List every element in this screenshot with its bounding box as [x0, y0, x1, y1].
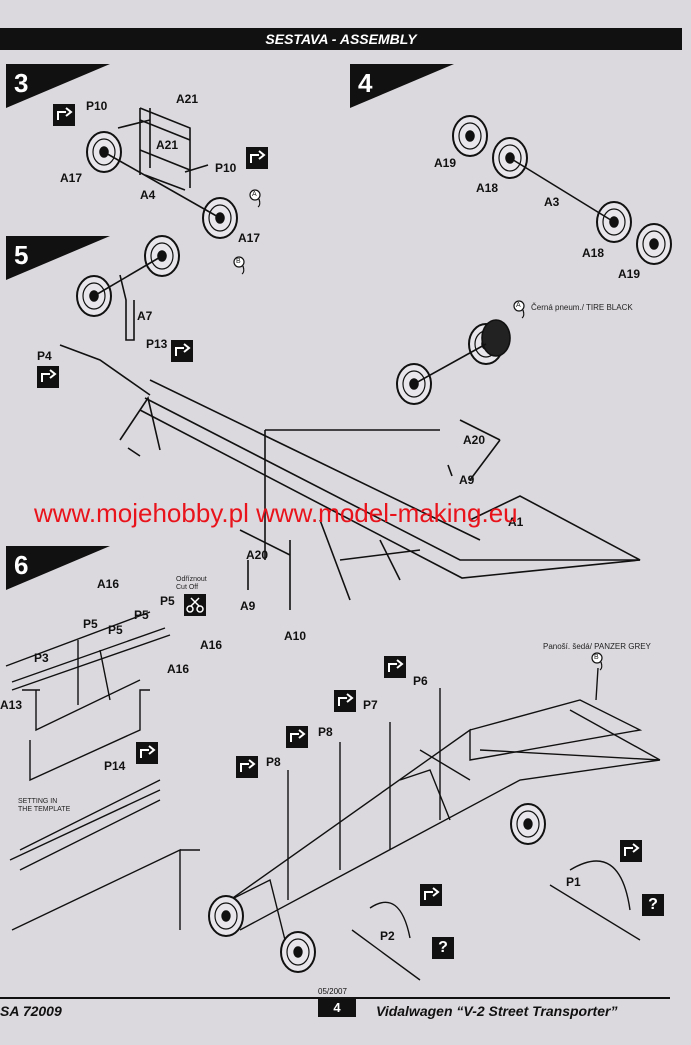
part-label: A19 [434, 156, 457, 170]
footer-rule [0, 997, 670, 999]
paint-code: B [236, 258, 241, 265]
page-number: 4 [318, 999, 356, 1017]
part-label: P8 [266, 755, 281, 769]
paint-code: A [252, 191, 257, 198]
part-label: A20 [463, 433, 486, 447]
part-label: P6 [413, 674, 428, 688]
part-label: A20 [246, 548, 269, 562]
step-3-drawing [86, 107, 238, 239]
part-label: P14 [104, 759, 126, 773]
part-label: A10 [284, 629, 307, 643]
step-number: 4 [358, 68, 373, 98]
part-label: P10 [215, 161, 237, 175]
part-label: P2 [380, 929, 395, 943]
part-label: A21 [176, 92, 199, 106]
part-label: P7 [363, 698, 378, 712]
part-label: A17 [238, 231, 261, 245]
template-note: SETTING IN THE TEMPLATE [18, 798, 71, 813]
watermark-text: www.mojehobby.pl www.model-making.eu [34, 498, 518, 528]
part-label: P3 [34, 651, 49, 665]
step-4-drawing [452, 115, 672, 265]
part-label: A4 [140, 188, 156, 202]
step-number: 5 [14, 240, 29, 270]
part-label: A16 [167, 662, 190, 676]
glue-icon [334, 690, 356, 712]
glue-icon [620, 840, 642, 862]
part-label: P1 [566, 875, 581, 889]
part-label: P5 [134, 608, 149, 622]
part-label: P10 [86, 99, 108, 113]
part-label: P4 [37, 349, 52, 363]
step-5-flag: 5 [6, 236, 110, 280]
part-label: A13 [0, 698, 23, 712]
part-label: A3 [544, 195, 560, 209]
section-header: SESTAVA - ASSEMBLY [0, 28, 682, 50]
paint-code: A [516, 302, 521, 309]
part-label: A16 [97, 577, 120, 591]
part-label: A18 [582, 246, 605, 260]
step-3-flag: 3 [6, 64, 110, 108]
step-number: 3 [14, 68, 29, 98]
glue-icon [246, 147, 268, 169]
part-label: A7 [137, 309, 153, 323]
step-6-drawing [5, 611, 661, 981]
part-label: A21 [156, 138, 179, 152]
part-label: A9 [240, 599, 256, 613]
question-mark-icon: ? [642, 894, 664, 916]
glue-icon [236, 756, 258, 778]
part-label: P8 [318, 725, 333, 739]
part-label: A1 [508, 515, 524, 529]
kit-title: Vidalwagen “V-2 Street Transporter” [376, 1003, 618, 1019]
glue-icon [37, 366, 59, 388]
scissors-icon [184, 594, 206, 616]
part-label: P13 [146, 337, 168, 351]
paint-code: B [594, 654, 599, 661]
part-label: P5 [108, 623, 123, 637]
glue-icon [171, 340, 193, 362]
part-label: P5 [160, 594, 175, 608]
glue-icon [53, 104, 75, 126]
glue-icon [384, 656, 406, 678]
question-mark-icon: ? [432, 937, 454, 959]
print-date: 05/2007 [318, 987, 347, 996]
kit-code: SA 72009 [0, 1003, 62, 1019]
glue-icon [136, 742, 158, 764]
part-label: A16 [200, 638, 223, 652]
step-number: 6 [14, 550, 29, 580]
part-label: P5 [83, 617, 98, 631]
cut-off-note: Odříznout Cut Off [176, 576, 207, 591]
paint-note-panzer-grey: Panoší. šedá/ PANZER GREY [543, 642, 651, 651]
part-label: A18 [476, 181, 499, 195]
part-label: A9 [459, 473, 475, 487]
part-label: A17 [60, 171, 83, 185]
step-6-flag: 6 [6, 546, 110, 590]
glue-icon [420, 884, 442, 906]
step-4-flag: 4 [350, 64, 454, 108]
glue-icon [286, 726, 308, 748]
step-5-drawing [59, 235, 641, 610]
paint-note-tire-black: Černá pneum./ TIRE BLACK [531, 303, 633, 312]
part-label: A19 [618, 267, 641, 281]
